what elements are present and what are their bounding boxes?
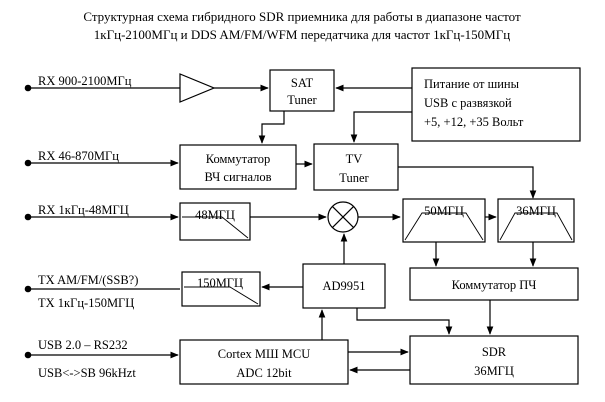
input-tx-freq-label: TX 1кГц-150МГЦ <box>38 296 134 310</box>
sat-tuner-label-1: SAT <box>291 76 314 90</box>
mcu-label-1: Cortex MШ MCU <box>218 347 310 361</box>
mcu-block: Cortex MШ MCU ADC 12bit <box>179 339 349 385</box>
bpf36-label: 36МГЦ <box>516 204 556 218</box>
tv-tuner-block: TV Tuner <box>313 143 399 191</box>
diagram-title-line1: Структурная схема гибридного SDR приемни… <box>83 9 521 24</box>
dds-block: AD9951 <box>302 263 386 309</box>
switch-rf-block: Коммутатор ВЧ сигналов <box>179 144 297 190</box>
input-rx-tv: RX 46-870МГц <box>24 149 179 167</box>
bpf36-block: 36МГЦ <box>497 198 575 243</box>
sdr-label-2: 36МГЦ <box>474 364 514 378</box>
switch-if-block: Коммутатор ПЧ <box>409 267 579 301</box>
amplifier-icon <box>179 73 216 103</box>
lpf48-label: 48МГЦ <box>195 208 235 222</box>
input-rx-lf-label: RX 1кГц-48МГЦ <box>38 203 129 217</box>
input-tx: TX AM/FM/(SSB?) TX 1кГц-150МГЦ <box>24 273 180 310</box>
switch-rf-label-1: Коммутатор <box>206 152 270 166</box>
input-usb-rs-label: USB 2.0 – RS232 <box>38 338 128 352</box>
input-usb-sb-label: USB<->SB 96kHzt <box>38 366 136 380</box>
power-label-3: +5, +12, +35 Вольт <box>424 115 524 129</box>
power-label-2: USB с развязкой <box>424 96 512 110</box>
sat-tuner-label-2: Tuner <box>287 93 317 107</box>
mcu-label-2: ADC 12bit <box>236 366 292 380</box>
power-label-1: Питание от шины <box>424 77 520 91</box>
input-rx-lf: RX 1кГц-48МГЦ <box>24 203 179 221</box>
switch-if-label: Коммутатор ПЧ <box>452 278 537 292</box>
sdr-block: SDR 36МГЦ <box>409 335 579 385</box>
sat-tuner-block: SAT Tuner <box>269 69 335 112</box>
mixer-icon <box>327 201 359 233</box>
input-tx-mode-label: TX AM/FM/(SSB?) <box>38 273 138 287</box>
input-rx-tv-label: RX 46-870МГц <box>38 149 119 163</box>
sdr-label-1: SDR <box>482 345 507 359</box>
bpf50-block: 50МГЦ <box>402 198 486 243</box>
lpf150-block: 150МГЦ <box>181 271 261 307</box>
power-block: Питание от шины USB с развязкой +5, +12,… <box>411 67 581 142</box>
input-rx-sat-label: RX 900-2100МГц <box>38 74 132 88</box>
lpf150-label: 150МГЦ <box>197 276 243 290</box>
switch-rf-label-2: ВЧ сигналов <box>204 170 271 184</box>
dds-label: AD9951 <box>322 279 365 293</box>
tv-tuner-label-1: TV <box>346 152 363 166</box>
input-rx-sat: RX 900-2100МГц <box>24 74 180 92</box>
diagram-title-line2: 1кГц-2100МГц и DDS AM/FM/WFM передатчика… <box>94 27 510 42</box>
tv-tuner-label-2: Tuner <box>339 171 369 185</box>
lpf48-block: 48МГЦ <box>179 202 251 241</box>
input-usb: USB 2.0 – RS232 USB<->SB 96kHzt <box>24 338 179 380</box>
bpf50-label: 50МГЦ <box>424 204 464 218</box>
